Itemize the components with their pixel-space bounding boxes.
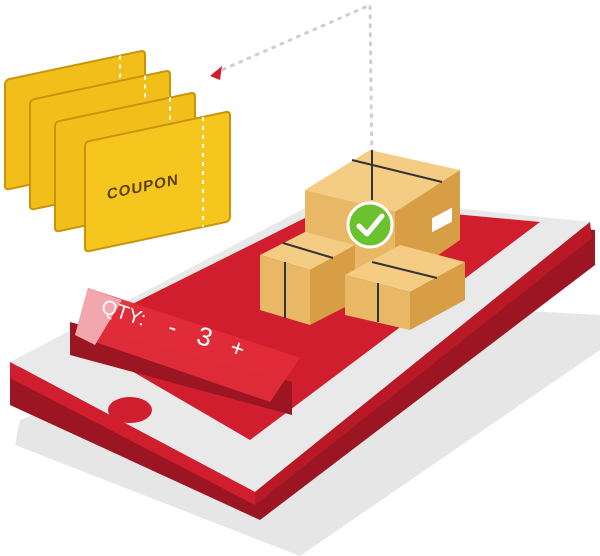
check-icon [346,201,394,249]
phone-rim-right [255,222,592,505]
arrow-icon [210,66,222,80]
home-button-icon[interactable] [108,397,152,423]
coupon-card-front[interactable] [84,110,231,253]
coupon-stack: COUPON [4,49,231,253]
box-stack [260,150,465,330]
box-icon [432,207,452,233]
dotted-connector [213,2,374,172]
phone-rim [10,362,255,505]
